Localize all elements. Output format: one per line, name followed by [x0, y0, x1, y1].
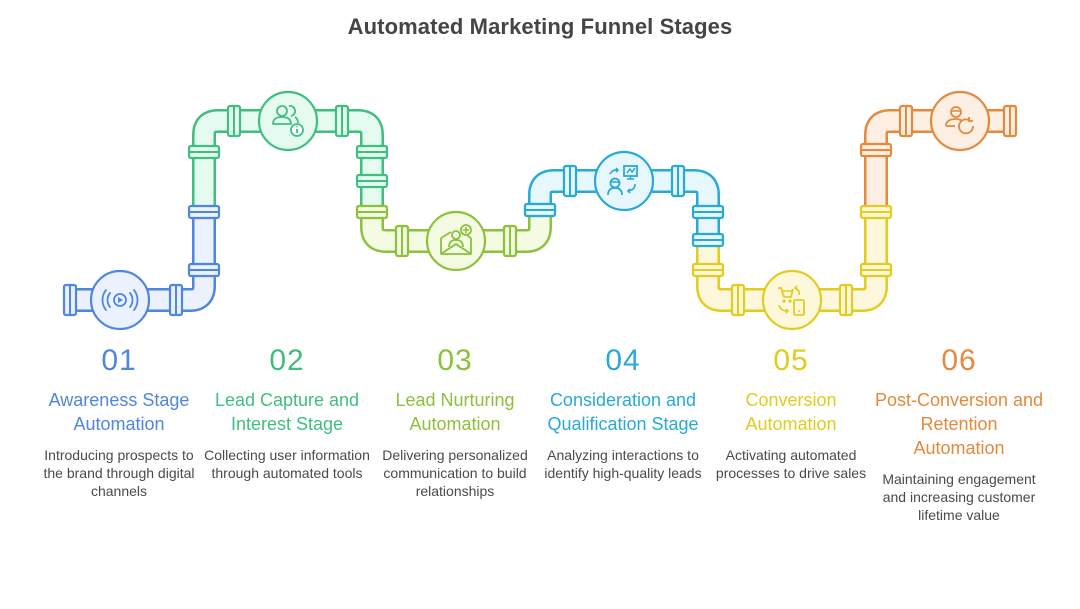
stage-number: 02	[269, 344, 305, 377]
pipe-coupling	[859, 262, 893, 278]
stage-description: Analyzing interactions to identify high-…	[544, 447, 702, 481]
node-circle	[257, 90, 319, 152]
stage-name: Post-Conversion and Retention Automation	[874, 390, 1044, 458]
user-refresh-icon	[945, 106, 974, 135]
pipe-coupling	[62, 283, 78, 317]
stage-description: Introducing prospects to the brand throu…	[43, 447, 195, 499]
node-circle	[593, 150, 655, 212]
pipe-coupling	[187, 262, 221, 278]
stage-number: 05	[773, 344, 809, 377]
pipe-coupling	[730, 283, 746, 317]
pipe-segment	[866, 111, 1010, 212]
pipeline-diagram	[62, 90, 1018, 331]
stage-3: 03 Lead Nurturing Automation Delivering …	[370, 344, 540, 500]
pipe-coupling	[859, 204, 893, 220]
stage-6: 06 Post-Conversion and Retention Automat…	[874, 344, 1044, 524]
stage-name: Lead Capture and Interest Stage	[214, 390, 360, 434]
stage-node	[257, 90, 319, 152]
broadcast-play-icon	[101, 289, 139, 311]
stage-description: Delivering personalized communication to…	[382, 447, 528, 499]
pipe-coupling	[523, 202, 557, 218]
stage-1: 01 Awareness Stage Automation Introducin…	[34, 344, 204, 500]
stage-number: 03	[437, 344, 473, 377]
pipe-coupling	[691, 262, 725, 278]
pipe-coupling	[355, 173, 389, 189]
node-circle	[929, 90, 991, 152]
pipe-coupling	[1002, 104, 1018, 138]
diagram-title: Automated Marketing Funnel Stages	[347, 14, 733, 39]
stage-node	[761, 269, 823, 331]
pipe-coupling	[859, 142, 893, 158]
pipe-coupling	[691, 204, 725, 220]
stage-name: Conversion Automation	[745, 390, 837, 434]
stage-name: Consideration and Qualification Stage	[547, 390, 699, 434]
stage-description: Collecting user information through auto…	[204, 447, 370, 481]
pipe-coupling	[168, 283, 184, 317]
stage-number: 04	[605, 344, 641, 377]
pipe-coupling	[502, 224, 518, 258]
stage-node	[425, 210, 487, 272]
stage-name: Lead Nurturing Automation	[395, 390, 515, 434]
pipe-coupling	[334, 104, 350, 138]
stage-name: Awareness Stage Automation	[48, 390, 190, 434]
pipe-coupling	[670, 164, 686, 198]
pipe-coupling	[226, 104, 242, 138]
pipe-coupling	[187, 204, 221, 220]
stage-node	[593, 150, 655, 212]
cart-mobile-exchange-icon	[778, 285, 805, 316]
pipe-coupling	[898, 104, 914, 138]
users-info-icon	[272, 105, 304, 137]
stage-node	[89, 269, 151, 331]
stage-number: 06	[941, 344, 977, 377]
pipe-coupling	[691, 232, 725, 248]
pipe-segment	[70, 240, 214, 310]
stage-2: 02 Lead Capture and Interest Stage Colle…	[202, 344, 372, 482]
user-analytics-icon	[607, 165, 638, 196]
pipe-coupling	[394, 224, 410, 258]
stage-4: 04 Consideration and Qualification Stage…	[538, 344, 708, 482]
stage-node	[929, 90, 991, 152]
stage-5: 05 Conversion Automation Activating auto…	[706, 344, 876, 482]
stage-description: Maintaining engagement and increasing cu…	[882, 471, 1036, 523]
pipe-coupling	[562, 164, 578, 198]
pipe-coupling	[355, 144, 389, 160]
pipe-coupling	[838, 283, 854, 317]
stage-number: 01	[101, 344, 137, 377]
pipe-coupling	[355, 204, 389, 220]
envelope-user-add-icon	[440, 224, 472, 255]
node-circle	[761, 269, 823, 331]
pipe-coupling	[187, 144, 221, 160]
stage-description: Activating automated processes to drive …	[715, 447, 867, 481]
node-circle	[425, 210, 487, 272]
